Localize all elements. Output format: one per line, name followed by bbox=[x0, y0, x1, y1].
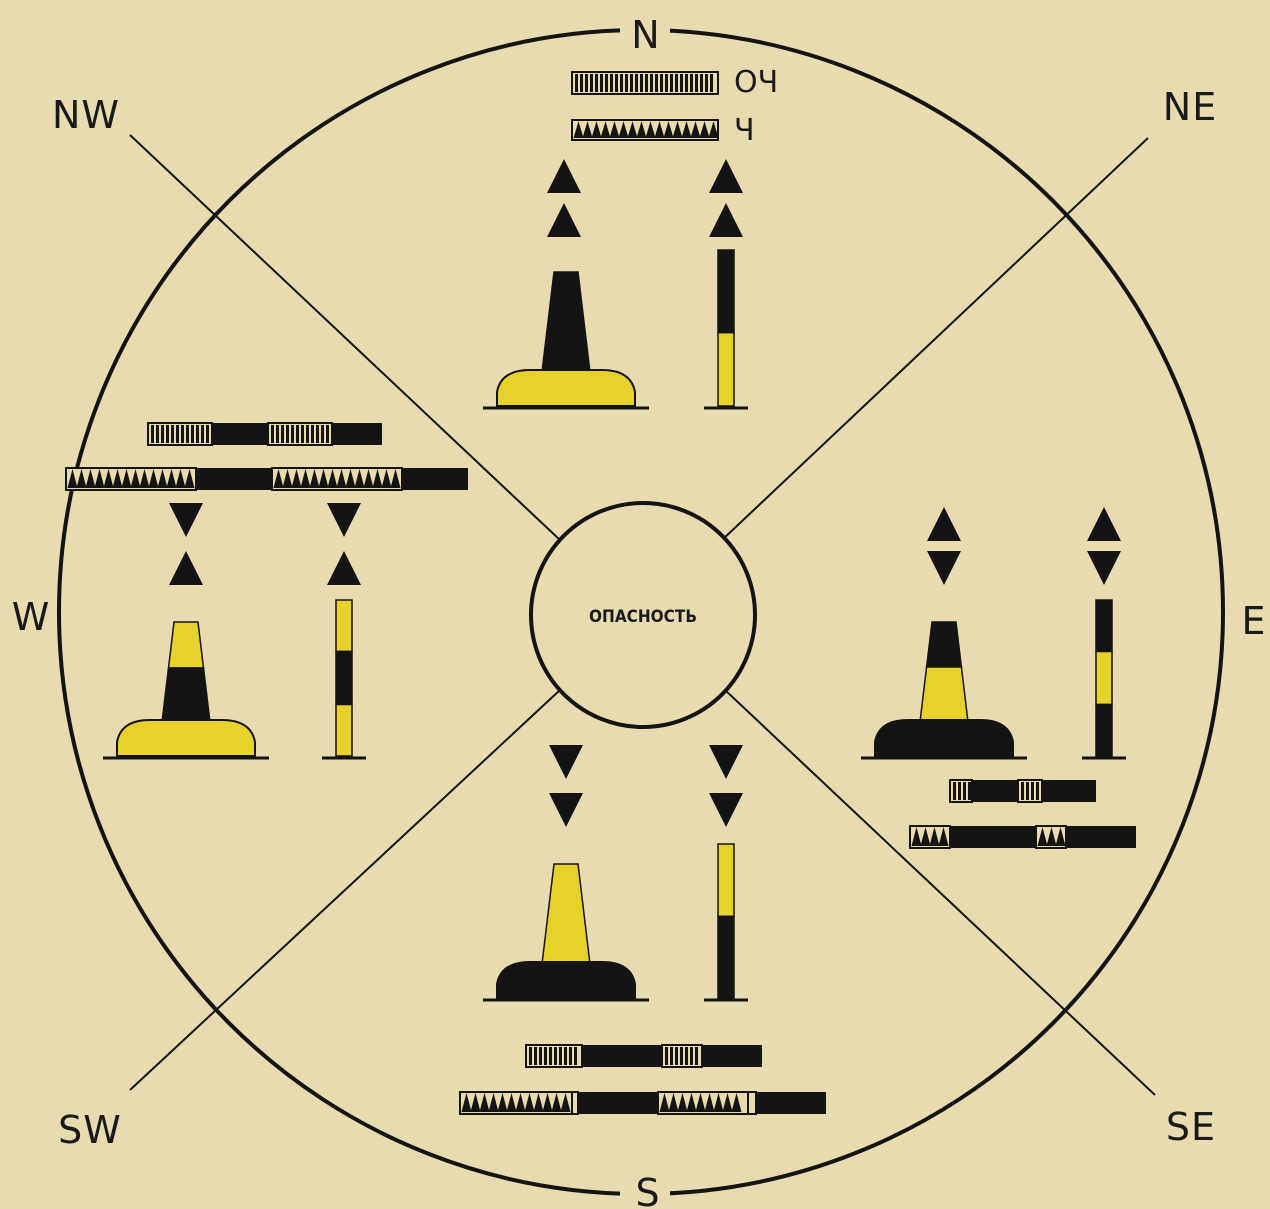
very-quick-label: ОЧ bbox=[734, 65, 778, 100]
direction-n: N bbox=[631, 13, 660, 57]
light-eclipse bbox=[702, 1045, 762, 1067]
direction-sw: SW bbox=[58, 1108, 122, 1152]
light-eclipse bbox=[578, 1092, 658, 1114]
north-cardinal-mark bbox=[483, 72, 748, 408]
buoy-base bbox=[497, 962, 635, 998]
buoy-tower-band bbox=[542, 864, 590, 964]
topmark-cone-up bbox=[327, 551, 361, 585]
light-eclipse bbox=[212, 423, 268, 445]
light-blank bbox=[748, 1092, 756, 1114]
light-flashes bbox=[667, 1047, 697, 1065]
spar-band bbox=[718, 844, 734, 916]
topmark-cone-down bbox=[1087, 551, 1121, 585]
light-eclipse bbox=[332, 423, 382, 445]
direction-se: SE bbox=[1166, 1105, 1216, 1149]
direction-w: W bbox=[12, 595, 51, 639]
danger-label: ОПАСНОСТЬ bbox=[589, 607, 697, 627]
direction-ne: NE bbox=[1163, 85, 1217, 129]
spar-band bbox=[718, 250, 734, 333]
light-eclipse bbox=[196, 468, 272, 490]
spar-band bbox=[336, 705, 352, 756]
direction-e: E bbox=[1241, 599, 1266, 643]
buoy-base bbox=[497, 370, 635, 406]
compass-frame: ОПАСНОСТЬ N S W E NW NE SW SE bbox=[8, 12, 1270, 1209]
buoy-tower-band bbox=[542, 272, 590, 372]
topmark-cone-up bbox=[169, 551, 203, 585]
light-eclipse bbox=[972, 780, 1018, 802]
light-eclipse bbox=[756, 1092, 826, 1114]
topmark-cone-down bbox=[709, 745, 743, 779]
topmark-cone-down bbox=[549, 793, 583, 827]
spar-band bbox=[1096, 651, 1112, 704]
topmark-cone-down bbox=[169, 503, 203, 537]
topmark-cone-down bbox=[927, 551, 961, 585]
buoy-tower-band bbox=[927, 622, 962, 667]
buoy-base bbox=[117, 720, 255, 756]
topmark-cone-up bbox=[709, 203, 743, 237]
quick-label: Ч bbox=[734, 113, 755, 148]
topmark-cone-up bbox=[547, 203, 581, 237]
buoy-tower-band bbox=[920, 667, 968, 722]
topmark-cone-down bbox=[709, 793, 743, 827]
spar-band bbox=[718, 916, 734, 998]
east-cardinal-mark bbox=[861, 507, 1136, 848]
buoy-tower-band bbox=[168, 622, 203, 668]
light-eclipse bbox=[1042, 780, 1096, 802]
light-eclipse bbox=[950, 826, 1036, 848]
buoy-tower-band bbox=[162, 668, 210, 722]
west-cardinal-mark bbox=[66, 423, 468, 758]
light-eclipse bbox=[1066, 826, 1136, 848]
buoy-base bbox=[875, 720, 1013, 756]
south-cardinal-mark bbox=[460, 745, 826, 1114]
topmark-cone-up bbox=[927, 507, 961, 541]
direction-s: S bbox=[635, 1171, 660, 1209]
topmark-cone-up bbox=[1087, 507, 1121, 541]
topmark-cone-down bbox=[327, 503, 361, 537]
light-eclipse bbox=[402, 468, 468, 490]
topmark-cone-up bbox=[547, 159, 581, 193]
spar-band bbox=[1096, 600, 1112, 651]
light-blank bbox=[572, 1092, 578, 1114]
light-flashes bbox=[1038, 829, 1065, 846]
spar-band bbox=[336, 600, 352, 651]
spar-band bbox=[718, 333, 734, 406]
line-ne bbox=[722, 138, 1148, 540]
light-eclipse bbox=[582, 1045, 662, 1067]
topmark-cone-down bbox=[549, 745, 583, 779]
direction-nw: NW bbox=[52, 93, 120, 137]
spar-band bbox=[336, 651, 352, 704]
topmark-cone-up bbox=[709, 159, 743, 193]
spar-band bbox=[1096, 705, 1112, 756]
